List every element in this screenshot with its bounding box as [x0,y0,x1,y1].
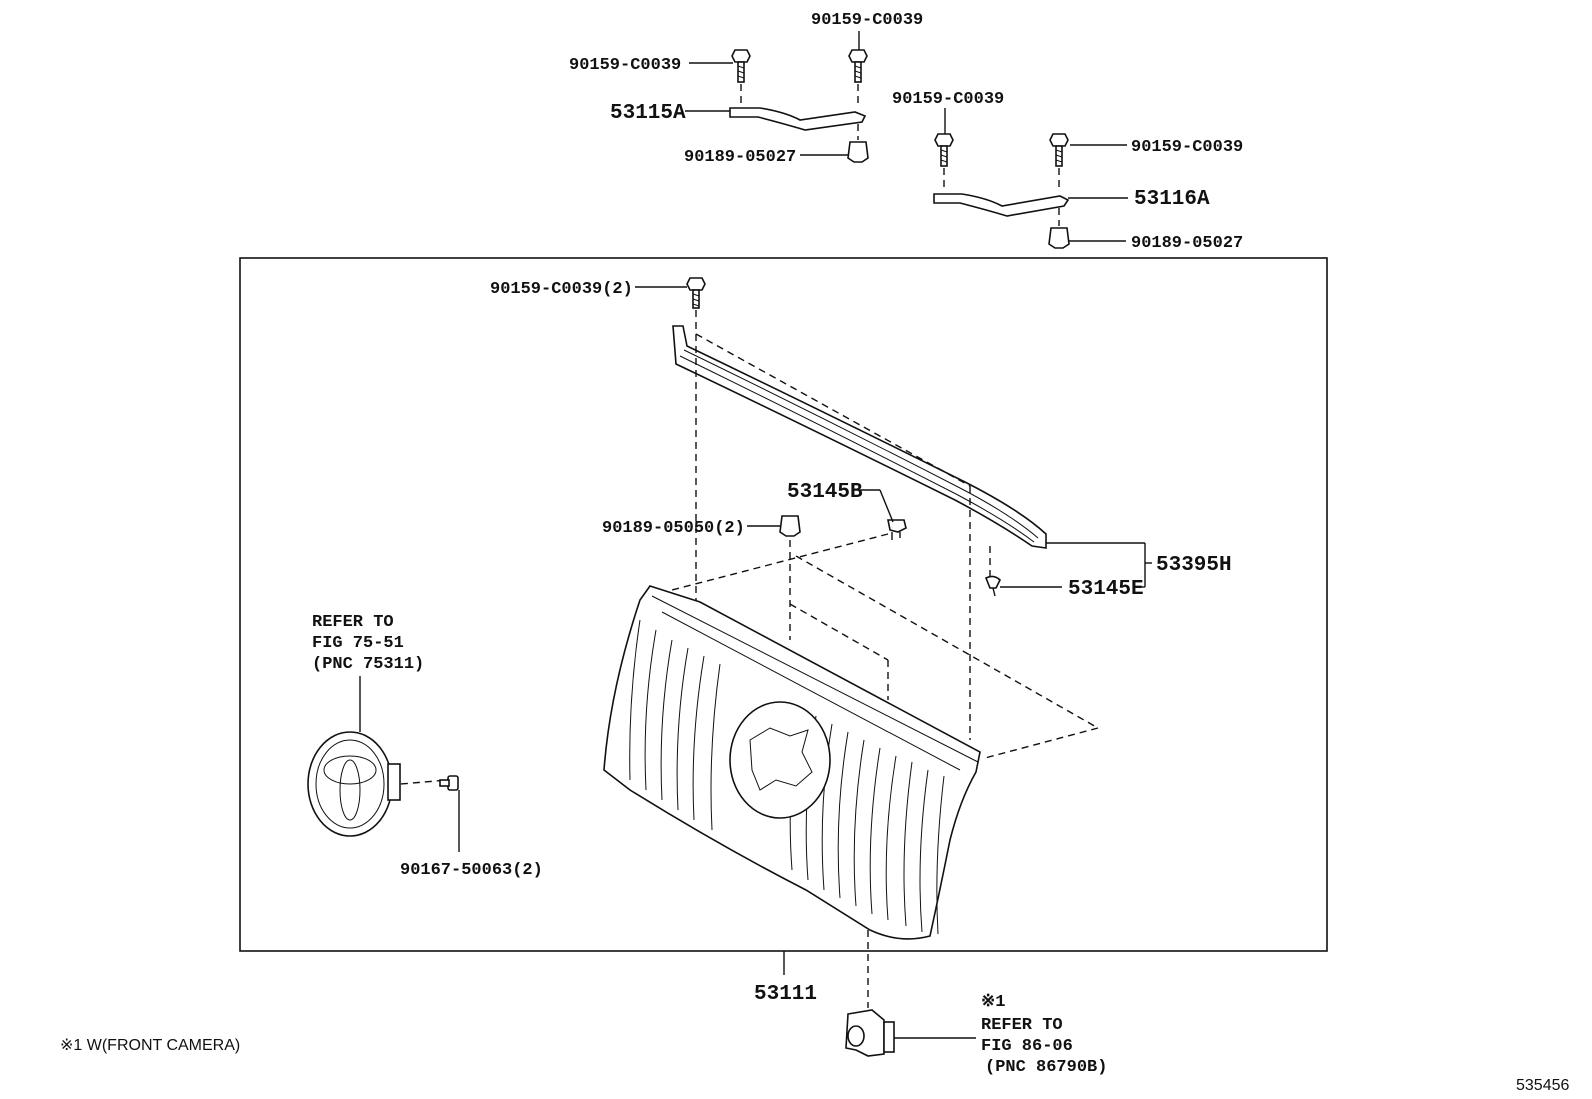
clip-nut-icon [1048,227,1070,249]
bolt-icon [731,49,751,83]
camera-ref-line1: REFER TO [981,1016,1063,1035]
bolt-icon [1049,133,1069,167]
label-bolt-mid-right: 90159-C0039 [1131,138,1243,157]
emblem-ref-line1: REFER TO [312,613,394,632]
label-nut-right: 90189-05027 [1131,234,1243,253]
assembly-dash-lines [376,310,1099,1008]
label-clip-53145b: 53145B [787,481,863,504]
radiator-grille-shape [603,585,981,940]
label-bolt-top-center: 90159-C0039 [811,11,923,30]
camera-ref-line3: (PNC 86790B) [985,1058,1107,1077]
camera-ref-line2: FIG 86-06 [981,1037,1073,1056]
emblem-icon [307,731,401,837]
label-nut-box: 90189-05050(2) [602,519,745,538]
label-screw-emblem: 90167-50063(2) [400,861,543,880]
label-grille-53111: 53111 [754,983,817,1006]
clip-53145b-icon [887,519,907,540]
emblem-ref-line3: (PNC 75311) [312,655,424,674]
leader-lines [359,31,1152,1039]
bolt-icon [848,49,868,83]
label-bolt-top-left: 90159-C0039 [569,56,681,75]
bolt-icon [686,277,706,309]
diagram-code: 535456 [1516,1077,1569,1094]
screw-icon [439,775,459,791]
grille-emblem-opening [729,701,831,819]
molding-53395h-shape [672,325,1047,549]
camera-ref-mark: ※1 [981,993,1005,1012]
label-bolt-mid-left: 90159-C0039 [892,90,1004,109]
footnote-front-camera: ※1 W(FRONT CAMERA) [60,1037,240,1054]
clip-nut-icon [779,515,801,537]
front-camera-icon [845,1009,895,1057]
label-molding-53395h: 53395H [1156,554,1232,577]
bracket-53115a-shape [729,107,867,131]
clip-nut-icon [847,141,869,163]
bolt-icon [934,133,954,167]
emblem-ref-line2: FIG 75-51 [312,634,404,653]
label-nut-left: 90189-05027 [684,148,796,167]
bracket-53116a-shape [933,193,1070,217]
label-clip-53145e: 53145E [1068,578,1144,601]
label-bracket-53116a: 53116A [1134,188,1210,211]
clip-53145e-icon [984,575,1001,597]
label-bolt-box: 90159-C0039(2) [490,280,633,299]
bracket-53115a-group [729,49,869,163]
label-bracket-53115a: 53115A [610,102,686,125]
bracket-53116a-group [933,133,1070,249]
